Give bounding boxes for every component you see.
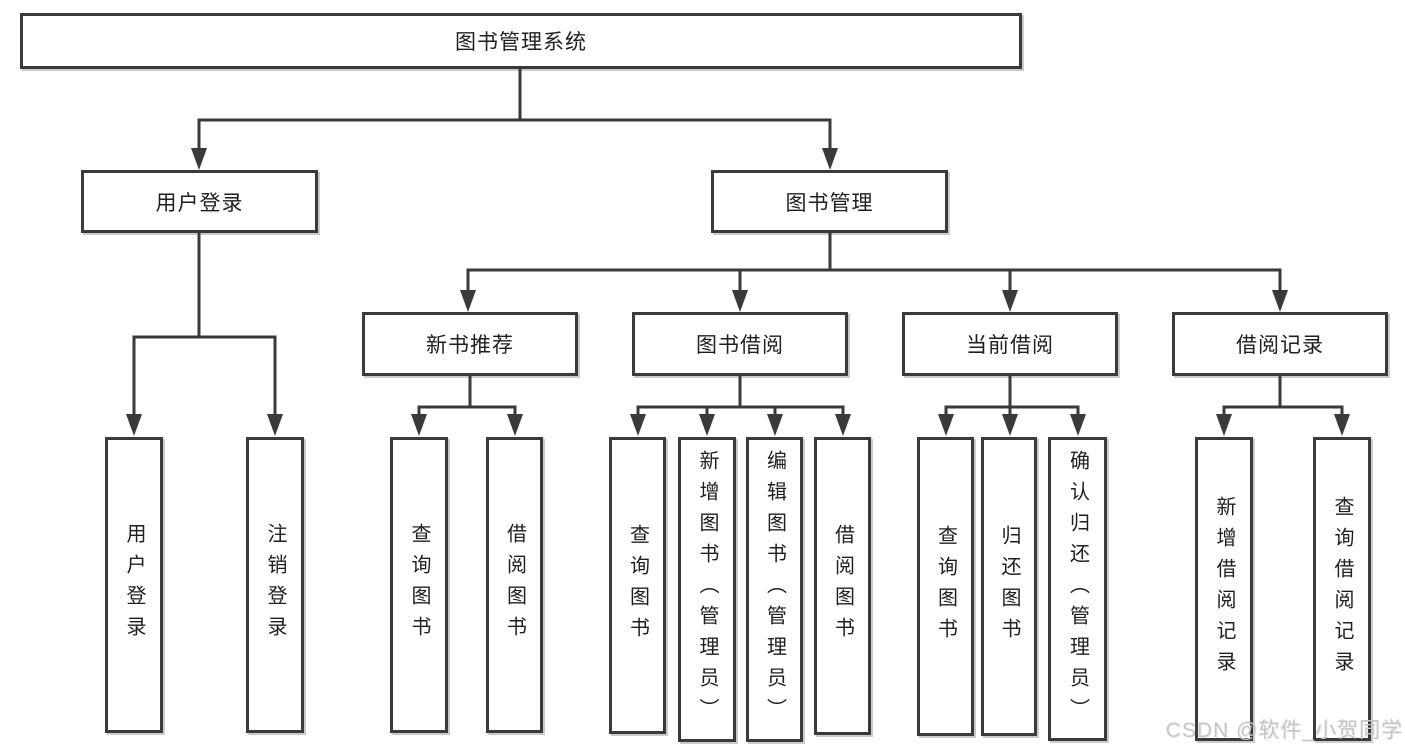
leaf-query-books-current: 查询图书	[917, 437, 974, 736]
node-book-borrowing: 图书借阅	[632, 312, 848, 376]
node-book-management: 图书管理	[711, 170, 948, 233]
node-label: 新书推荐	[426, 334, 514, 357]
leaf-label: 查询图书	[408, 523, 430, 647]
leaf-label: 查询借阅记录	[1331, 496, 1353, 682]
leaf-label: 新增借阅记录	[1213, 496, 1235, 682]
leaf-label: 查询图书	[626, 523, 649, 648]
leaf-confirm-return-admin: 确认归还（管理员）	[1048, 437, 1107, 741]
leaf-label: 编辑图书（管理员）	[763, 450, 786, 729]
node-new-book-recommendation: 新书推荐	[362, 312, 578, 376]
node-label: 图书管理	[785, 191, 874, 215]
node-label: 图书管理系统	[455, 31, 587, 54]
leaf-edit-books-admin: 编辑图书（管理员）	[746, 437, 803, 742]
node-library-management-system: 图书管理系统	[20, 13, 1022, 69]
leaf-return-books: 归还图书	[981, 437, 1037, 736]
leaf-label: 借阅图书	[831, 524, 854, 648]
leaf-query-borrow-record: 查询借阅记录	[1313, 437, 1371, 741]
leaf-query-books-borrowing: 查询图书	[609, 437, 666, 734]
leaf-borrow-books: 借阅图书	[814, 437, 871, 735]
node-borrowing-records: 借阅记录	[1172, 312, 1388, 376]
node-label: 图书借阅	[696, 334, 784, 357]
node-label: 当前借阅	[966, 334, 1054, 357]
leaf-label: 归还图书	[998, 524, 1020, 649]
leaf-user-login: 用户登录	[105, 437, 163, 733]
node-user-login: 用户登录	[81, 170, 318, 233]
leaf-label: 用户登录	[123, 523, 145, 647]
leaf-label: 借阅图书	[503, 523, 526, 647]
node-label: 借阅记录	[1236, 334, 1324, 357]
node-current-borrowing: 当前借阅	[902, 312, 1118, 376]
leaf-add-books-admin: 新增图书（管理员）	[678, 437, 736, 742]
csdn-watermark: CSDN @软件_小贺同学	[1165, 719, 1403, 742]
leaf-query-books-recommend: 查询图书	[390, 437, 448, 733]
leaf-logout: 注销登录	[246, 437, 304, 733]
leaf-label: 新增图书（管理员）	[696, 450, 718, 729]
leaf-add-borrow-record: 新增借阅记录	[1195, 437, 1253, 741]
leaf-label: 确认归还（管理员）	[1066, 449, 1089, 729]
leaf-label: 查询图书	[934, 524, 957, 649]
leaf-borrow-books-recommend: 借阅图书	[486, 437, 543, 733]
leaf-label: 注销登录	[264, 523, 286, 647]
node-label: 用户登录	[155, 191, 244, 215]
